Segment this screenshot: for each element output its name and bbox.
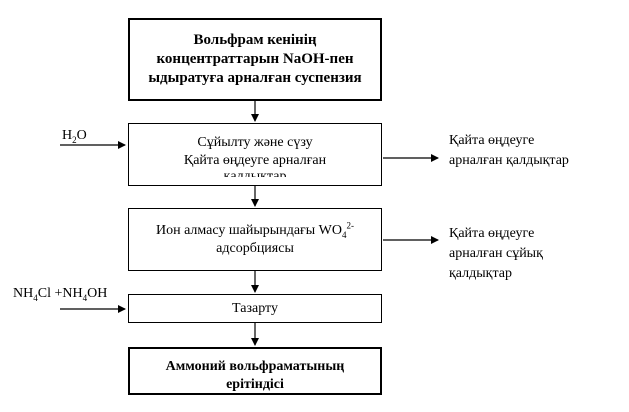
solid-residue-output-label: Қайта өңдеуге арналған қалдықтар (449, 133, 569, 168)
dilution-filtration-box: Сұйылту және сүзу Қайта өңдеуге арналған… (128, 123, 382, 186)
water-input-label: H2O (62, 128, 87, 145)
liquid-residue-output-label: Қайта өңдеуге арналған сұйық қалдықтар (449, 226, 543, 281)
start-line-1: Вольфрам кенінің (193, 32, 317, 48)
reagent-input-label: NH4Cl +NH4OH (13, 286, 108, 303)
ion-exchange-line-1: Ион алмасу шайырындағы WO42- (155, 219, 355, 240)
start-line-3: ыдыратуға арналған суспензия (148, 70, 362, 86)
dilution-line-3-clipped: қалдықтар (224, 170, 287, 177)
ion-exchange-box: Ион алмасу шайырындағы WO42- адсорбциясы (128, 208, 382, 271)
end-line-2: ерітіндісі (226, 377, 284, 392)
dilution-line-2: Қайта өңдеуге арналған (183, 153, 327, 168)
start-line-2: концентраттарын NaOH-пен (156, 51, 354, 67)
end-line-1: Аммоний вольфраматының (165, 359, 345, 374)
purification-box: Тазарту (128, 294, 382, 323)
dilution-line-1: Сұйылту және сүзу (197, 135, 313, 150)
purification-label: Тазарту (232, 300, 278, 316)
end-product-box: Аммоний вольфраматының ерітіндісі (128, 347, 382, 395)
ion-exchange-line-2: адсорбциясы (216, 240, 294, 256)
start-suspension-box: Вольфрам кенінің концентраттарын NaOH-пе… (128, 18, 382, 101)
